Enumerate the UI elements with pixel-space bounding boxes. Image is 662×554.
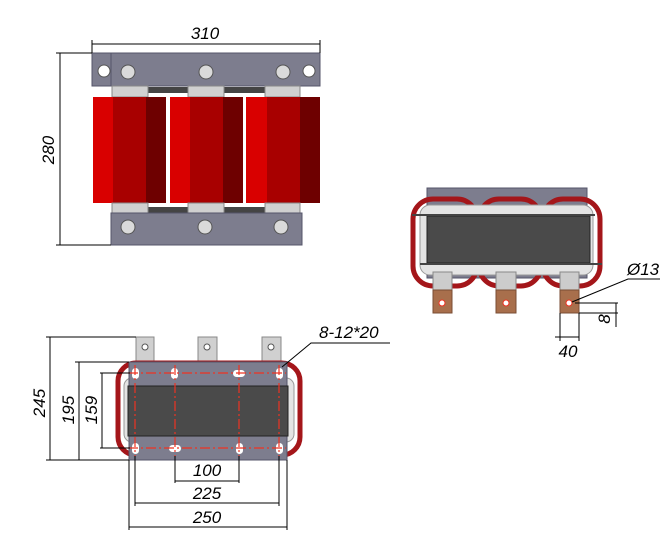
coil-clamp [111,202,149,214]
coil-1 [93,97,166,203]
mount-hole [302,64,316,78]
coil-3 [246,97,320,203]
dimension-label: 159 [82,395,101,424]
terminal-3 [559,271,580,314]
hole-centerlines [128,365,286,456]
dimension-terminal-width: 40 [555,313,580,361]
terminal-tab [135,336,155,363]
dimension-label: 250 [192,508,222,527]
bolt-head [197,219,213,235]
coil-clamp [187,85,225,98]
dimension-mount-holes: 8-12*20 [281,323,390,368]
bolt-head [198,64,214,80]
dimension-plate-width: 250 [128,460,288,530]
front-view: 310 280 [39,24,321,246]
dimension-label: 225 [192,484,222,503]
core [127,385,289,437]
bolt-head [275,64,291,80]
terminal-tab [261,336,282,363]
dimension-overall-height: 245 [30,336,136,461]
dimension-inner-spacing: 100 [174,456,240,483]
terminal-1 [432,271,453,314]
dimension-width: 310 [91,24,321,53]
bolt-head [120,219,136,235]
coil-2 [170,97,243,203]
dimension-label: Ø13 [626,260,660,279]
yoke [224,87,265,93]
dimension-label: 8-12*20 [319,323,379,342]
dimension-label: 100 [193,461,222,480]
bolt-head [273,219,289,235]
terminal-tab [197,336,218,363]
yoke [224,207,265,213]
dimension-plate-height: 195 [59,361,129,460]
dimension-label: 195 [59,395,78,424]
coil-clamp [264,202,301,214]
coil-clamp [264,85,301,98]
yoke [148,207,188,213]
dimension-hole-spacing-x: 225 [134,456,280,506]
mount-hole [97,64,111,78]
bolt-head [120,64,136,80]
dimension-terminal-offset: 8 [575,302,618,327]
terminal-2 [495,271,517,314]
dimension-label: 40 [559,342,578,361]
coil-clamp [187,202,225,214]
bottom-view: 8-12*20 245 195 159 100 [30,323,390,530]
dimension-label: 280 [39,135,58,165]
side-view: Ø13 40 8 [410,187,660,361]
dimension-label: 8 [595,314,614,324]
dimension-hole-spacing-y: 159 [82,372,130,449]
dimension-height: 280 [39,52,111,246]
core [426,215,591,264]
dimension-label: 245 [30,388,49,418]
dimension-label: 310 [191,24,220,43]
coil-clamp [111,85,149,98]
dimension-terminal-hole: Ø13 [571,260,660,303]
yoke [148,87,188,93]
